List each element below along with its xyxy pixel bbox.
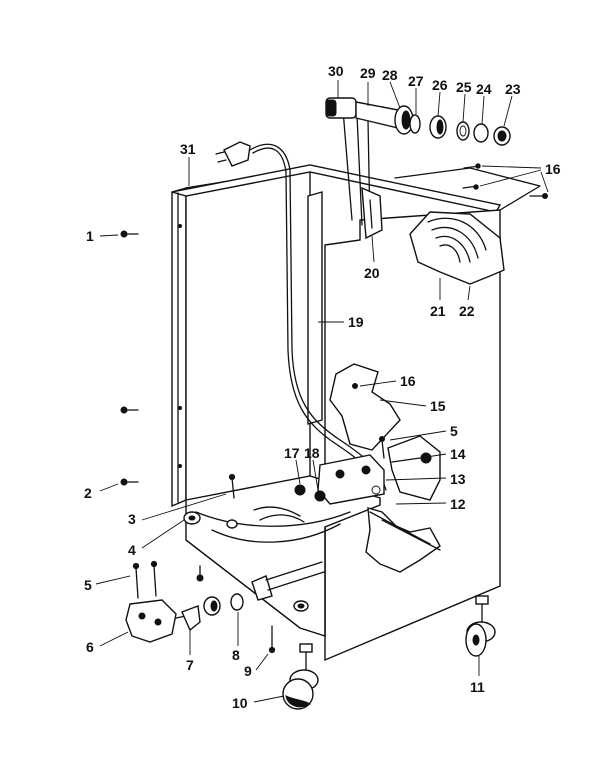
callout-23: 23 xyxy=(505,81,521,97)
center-channel xyxy=(307,191,323,425)
callout-15: 15 xyxy=(430,398,446,414)
fitting-18 xyxy=(314,490,326,502)
exploded-hardware xyxy=(125,560,276,654)
callout-16-upper: 16 xyxy=(545,161,561,177)
callout-30: 30 xyxy=(328,63,344,79)
callout-18: 18 xyxy=(304,445,320,461)
callout-22: 22 xyxy=(459,303,475,319)
callout-1: 1 xyxy=(86,228,94,244)
callout-24: 24 xyxy=(476,81,492,97)
callout-4: 4 xyxy=(128,542,136,558)
callout-25: 25 xyxy=(456,79,472,95)
callout-12: 12 xyxy=(450,496,466,512)
top-cover xyxy=(394,163,548,211)
callout-19: 19 xyxy=(348,314,364,330)
callout-14: 14 xyxy=(450,446,466,462)
fitting-17 xyxy=(294,484,306,496)
leader-lines xyxy=(95,80,549,703)
valve-tip xyxy=(325,99,337,117)
fan-housing xyxy=(409,211,505,285)
thermostat-area xyxy=(294,363,441,573)
callout-10: 10 xyxy=(232,695,248,711)
callout-20: 20 xyxy=(364,265,380,281)
callout-26: 26 xyxy=(432,77,448,93)
callout-27: 27 xyxy=(408,73,424,89)
spring xyxy=(456,121,470,141)
cutaway-15 xyxy=(329,363,401,451)
washer xyxy=(409,114,421,134)
callouts: 1 2 3 4 5 5 6 7 8 9 10 11 12 13 14 15 16… xyxy=(84,63,561,711)
callout-2: 2 xyxy=(84,485,92,501)
callout-6: 6 xyxy=(86,639,94,655)
callout-5-lower: 5 xyxy=(84,577,92,593)
leveler-6 xyxy=(125,599,177,643)
callout-31: 31 xyxy=(180,141,196,157)
left-side-panel xyxy=(171,187,187,508)
nut-8 xyxy=(230,593,244,611)
ring xyxy=(473,123,489,143)
clip-7 xyxy=(181,605,201,632)
callout-8: 8 xyxy=(232,647,240,663)
plug xyxy=(223,141,251,167)
side-screws xyxy=(120,230,139,486)
base-internals xyxy=(183,473,351,612)
callout-29: 29 xyxy=(360,65,376,81)
callout-9: 9 xyxy=(244,663,252,679)
heater-cutaway xyxy=(387,435,441,501)
caster-10 xyxy=(282,643,319,710)
upper-bracket xyxy=(361,186,383,240)
caster-11 xyxy=(465,595,496,657)
callout-28: 28 xyxy=(382,67,398,83)
callout-17: 17 xyxy=(284,445,300,461)
callout-13: 13 xyxy=(450,471,466,487)
callout-7: 7 xyxy=(186,657,194,673)
callout-3: 3 xyxy=(128,511,136,527)
callout-16-lower: 16 xyxy=(400,373,416,389)
callout-21: 21 xyxy=(430,303,446,319)
callout-5-upper: 5 xyxy=(450,423,458,439)
callout-11: 11 xyxy=(470,679,485,695)
